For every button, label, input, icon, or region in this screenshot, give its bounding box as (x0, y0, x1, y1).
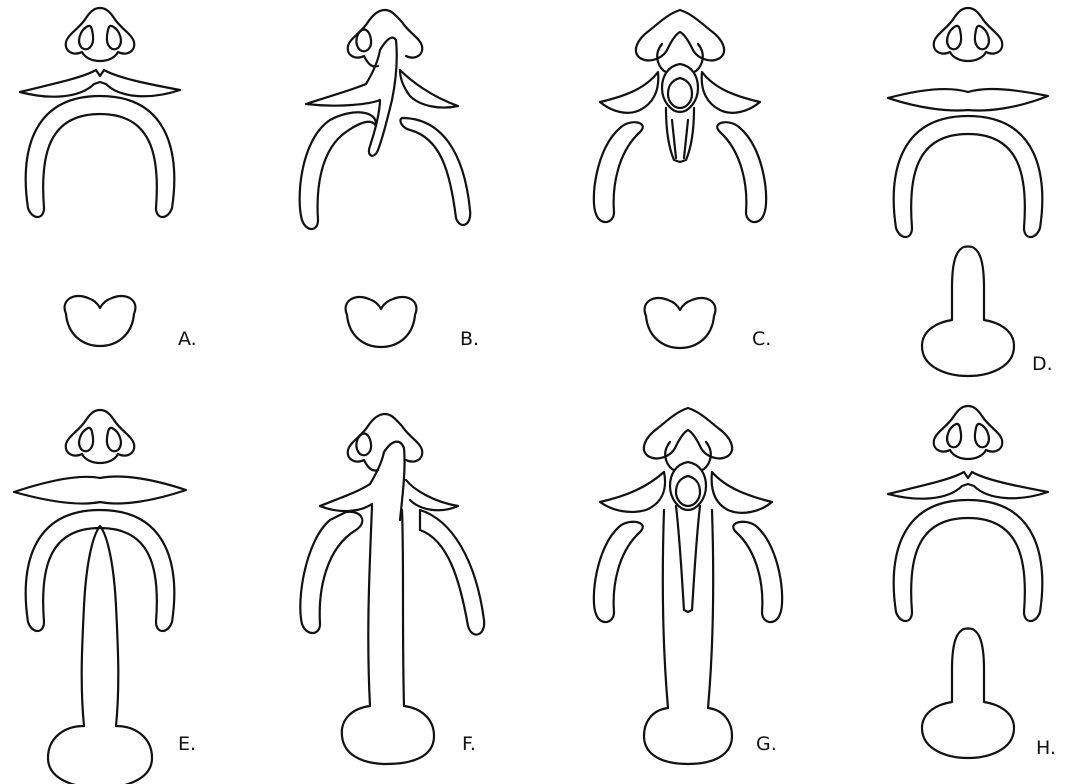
panel-label-a: A. (178, 328, 197, 350)
panel-d (888, 8, 1048, 376)
panel-f (300, 414, 484, 764)
panel-e (14, 410, 186, 784)
panel-b (300, 10, 471, 347)
panel-label-b: B. (460, 328, 479, 350)
panel-label-e: E. (178, 733, 196, 755)
panel-h (888, 406, 1048, 758)
panel-g (594, 408, 782, 764)
panel-label-g: G. (756, 733, 777, 755)
panel-c (594, 10, 766, 348)
panel-label-c: C. (752, 328, 771, 350)
panel-label-h: H. (1036, 737, 1056, 759)
panel-a (20, 8, 180, 346)
panel-label-f: F. (462, 733, 476, 755)
panel-label-d: D. (1032, 353, 1053, 375)
